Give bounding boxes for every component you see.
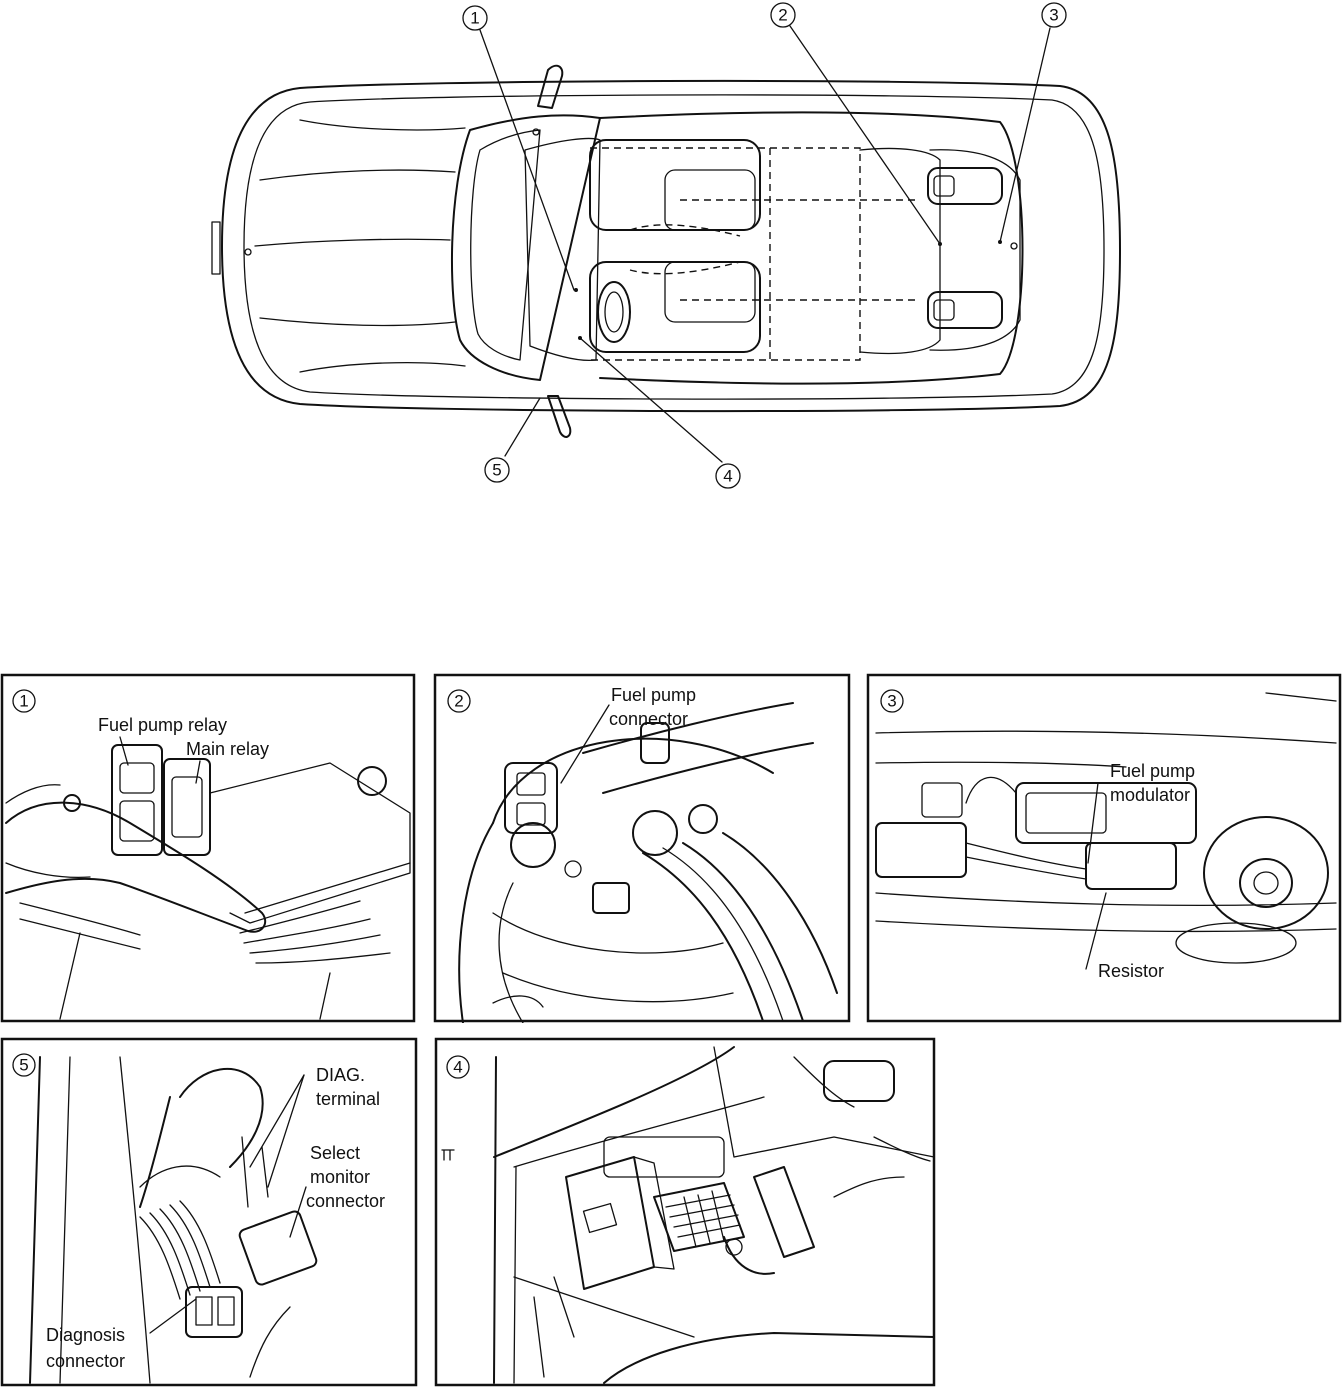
- panel-3-fuel-pump-modulator: 3 Fuel pump modulator Resistor: [866, 673, 1342, 1023]
- fuel-pump-connector-label-1: Fuel pump: [611, 685, 696, 705]
- fuel-pump-relay-label: Fuel pump relay: [98, 715, 227, 735]
- diag-terminal-label-2: terminal: [316, 1089, 380, 1109]
- select-monitor-connector-label-3: connector: [306, 1191, 385, 1211]
- accelerator-pedal: [753, 1166, 815, 1258]
- callout-4: 4: [715, 463, 741, 489]
- resistor-label: Resistor: [1098, 961, 1164, 981]
- panel-4-ecu-location: 4: [434, 1037, 936, 1387]
- select-monitor-connector: [238, 1210, 318, 1286]
- fuel-pump-relay: [111, 744, 163, 856]
- stray-mark: [441, 1149, 455, 1161]
- svg-text:1: 1: [470, 9, 479, 28]
- car-body-outline: [221, 79, 1121, 413]
- svg-text:5: 5: [19, 1056, 28, 1075]
- diag-terminal-label-1: DIAG.: [316, 1065, 365, 1085]
- svg-text:5: 5: [492, 461, 501, 480]
- panel-2-number: 2: [447, 689, 471, 713]
- callout-3: 3: [1041, 2, 1067, 28]
- callout-2: 2: [770, 2, 796, 28]
- svg-text:4: 4: [723, 467, 732, 486]
- svg-text:2: 2: [778, 6, 787, 25]
- svg-text:3: 3: [1049, 6, 1058, 25]
- resistor: [1085, 842, 1177, 890]
- callout-5: 5: [484, 457, 510, 483]
- diagnosis-connector: [185, 1286, 243, 1338]
- main-relay: [163, 758, 211, 856]
- diagnosis-connector-label-2: connector: [46, 1351, 125, 1371]
- panel-3-number: 3: [880, 689, 904, 713]
- panel-5-number: 5: [12, 1053, 36, 1077]
- left-mirror: [537, 64, 564, 109]
- fuel-pump-modulator-label-2: modulator: [1110, 785, 1190, 805]
- panel-1-fuel-pump-relay: 1 Fuel pump relay Main relay: [0, 673, 416, 1023]
- windshield: [451, 114, 601, 381]
- main-relay-label: Main relay: [186, 739, 269, 759]
- select-monitor-connector-label-1: Select: [310, 1143, 360, 1163]
- hand: [5, 801, 267, 933]
- panel-4-number: 4: [446, 1055, 470, 1079]
- svg-text:4: 4: [453, 1058, 462, 1077]
- car-overview-diagram: 1 2 3 4 5: [211, 2, 1121, 489]
- svg-text:2: 2: [454, 692, 463, 711]
- diagnosis-connector-label-1: Diagnosis: [46, 1325, 125, 1345]
- brake-pedal: [653, 1182, 745, 1252]
- fuel-pump-connector-label-2: connector: [609, 709, 688, 729]
- svg-text:3: 3: [887, 692, 896, 711]
- svg-text:1: 1: [19, 692, 28, 711]
- callout-1: 1: [462, 5, 488, 31]
- fuel-pump-modulator-label-1: Fuel pump: [1110, 761, 1195, 781]
- fuel-pump-connector: [504, 762, 558, 834]
- panel-2-fuel-pump-connector: 2 Fuel pump connector: [433, 673, 851, 1023]
- speaker: [1203, 816, 1329, 930]
- right-mirror: [547, 395, 572, 438]
- panel-1-number: 1: [12, 689, 36, 713]
- panel-5-diagnosis-connector: 5 DIAG. terminal Select monitor connecto…: [0, 1037, 418, 1387]
- select-monitor-connector-label-2: monitor: [310, 1167, 370, 1187]
